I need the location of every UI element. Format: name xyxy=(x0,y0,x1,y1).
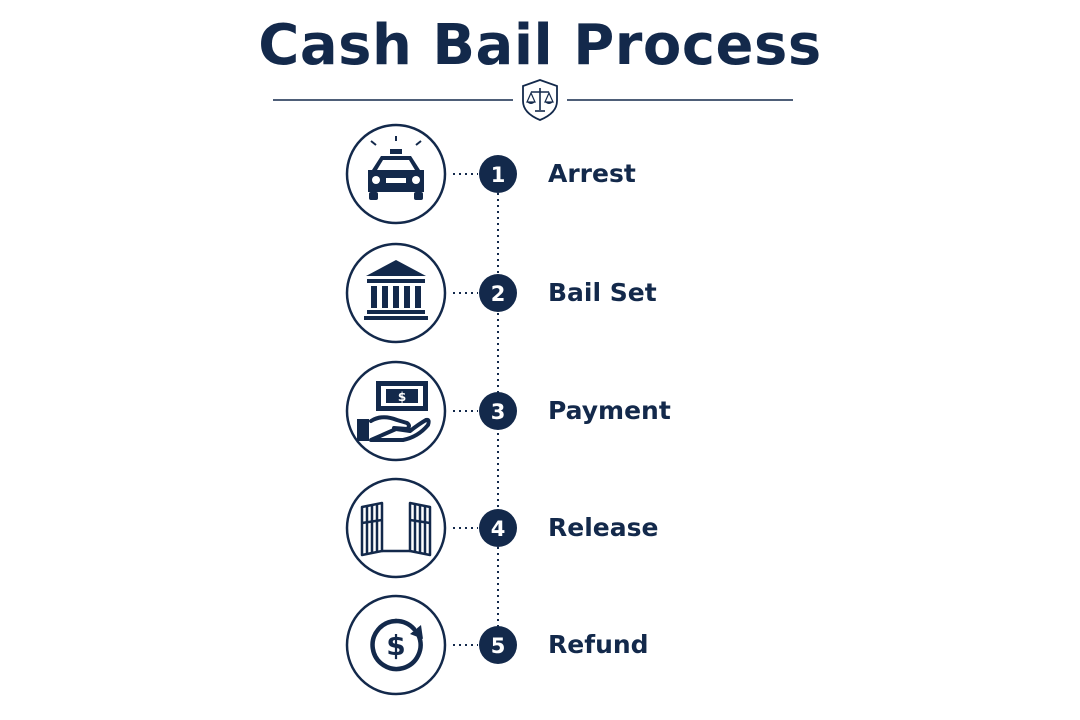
step-5-icon-circle xyxy=(345,594,447,696)
police-car-icon xyxy=(368,136,424,200)
step-4-label: Release xyxy=(548,513,659,542)
step-5-number: 5 xyxy=(491,634,506,658)
hand-cash-icon: $ xyxy=(357,381,431,442)
step-3-number-badge xyxy=(479,392,517,430)
step-2-number: 2 xyxy=(491,282,506,306)
step-1-number: 1 xyxy=(491,163,506,187)
step-3-label: Payment xyxy=(548,396,671,425)
step-5-number-badge xyxy=(479,626,517,664)
dollar-refund-icon: $ xyxy=(370,618,423,672)
step-4-number-badge xyxy=(479,509,517,547)
courthouse-icon xyxy=(364,260,428,320)
svg-text:$: $ xyxy=(398,390,406,404)
page-title: Cash Bail Process xyxy=(258,13,822,78)
step-4: 4 xyxy=(345,477,517,579)
scales-of-justice-icon xyxy=(522,79,558,121)
step-1-number-badge xyxy=(479,155,517,193)
step-1-label: Arrest xyxy=(548,159,636,188)
step-3: $ 3 xyxy=(345,360,517,462)
open-jail-door-icon xyxy=(360,501,432,557)
step-5: $ 5 xyxy=(345,594,517,696)
svg-text:$: $ xyxy=(386,629,405,662)
step-2-number-badge xyxy=(479,274,517,312)
step-2-label: Bail Set xyxy=(548,278,657,307)
step-5-label: Refund xyxy=(548,630,649,659)
step-1: 1 xyxy=(345,123,517,225)
step-3-number: 3 xyxy=(491,400,506,424)
title-divider xyxy=(273,79,793,121)
step-2: 2 xyxy=(345,242,517,344)
step-4-number: 4 xyxy=(491,517,506,541)
